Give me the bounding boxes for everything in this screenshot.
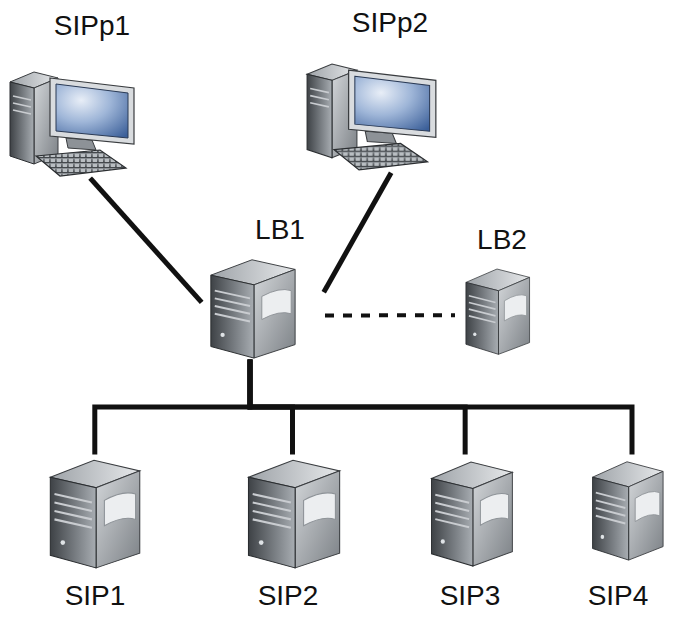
server-icon [432, 462, 513, 566]
host-label: SIPp1 [54, 10, 130, 42]
host-label: SIP3 [440, 580, 501, 612]
client-computer-icon [307, 64, 436, 170]
host-label: SIP2 [258, 580, 319, 612]
network-host: LB2 [455, 222, 540, 357]
client-computer-icon [10, 72, 134, 176]
network-link [250, 362, 632, 452]
server-icon [211, 260, 295, 358]
network-link [95, 362, 250, 452]
network-link [325, 175, 390, 290]
network-host: SIP3 [420, 452, 525, 612]
standby-link [325, 313, 455, 317]
server-icon [248, 460, 339, 568]
host-label: LB2 [477, 224, 527, 256]
network-link [92, 180, 200, 301]
host-label: SIP1 [65, 580, 126, 612]
network-host: SIP1 [35, 452, 150, 612]
host-label: SIPp2 [352, 7, 428, 39]
network-host: SIP4 [575, 452, 675, 612]
server-icon [50, 460, 139, 568]
network-host: SIPp1 [5, 8, 145, 180]
host-label: LB1 [255, 214, 305, 246]
network-host: SIPp2 [300, 5, 445, 175]
host-label: SIP4 [588, 580, 649, 612]
network-host: SIP2 [235, 452, 350, 612]
network-host: LB1 [200, 212, 325, 362]
server-icon [593, 462, 664, 560]
server-icon [466, 269, 530, 354]
